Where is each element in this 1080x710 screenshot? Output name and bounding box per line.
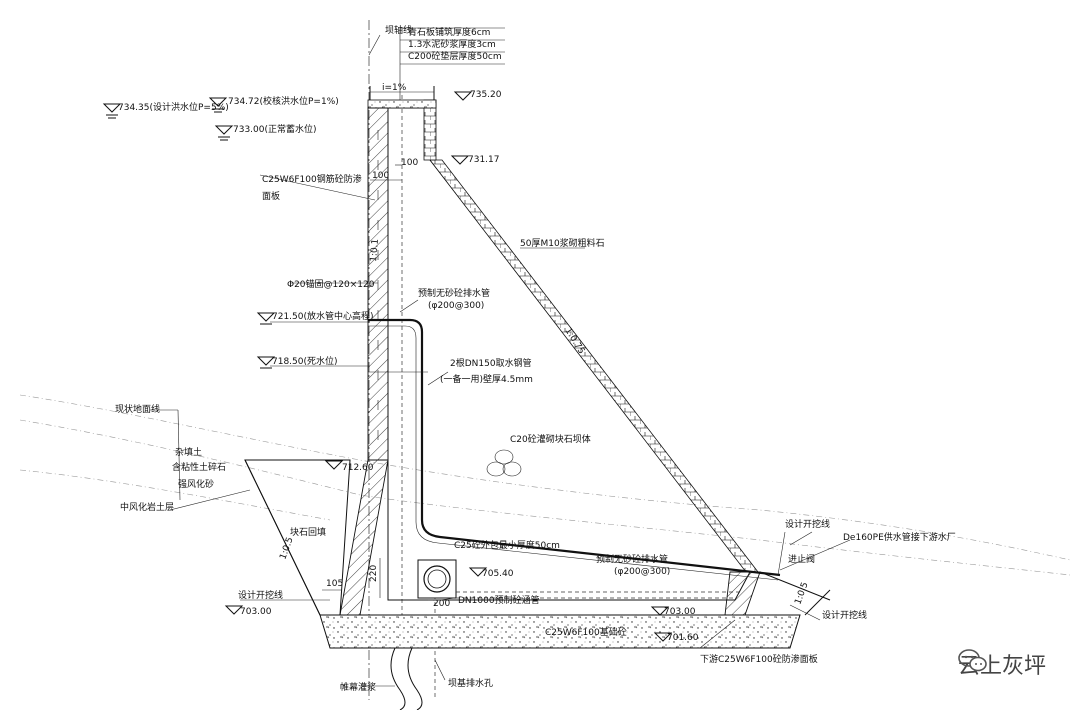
rock-icon [486, 449, 522, 477]
leader-lines [150, 27, 851, 687]
gallery-pipe-label: DN1000预制砼涵管 [458, 594, 540, 606]
el-701-60: 701.60 [667, 633, 699, 643]
soil-4: 中风化岩土层 [120, 501, 174, 513]
soil-1: 杂填土 [175, 446, 202, 458]
dim-100-a: 100 [401, 158, 418, 168]
el-703-00-b: 703.00 [664, 607, 696, 617]
face-slab-label-1: C25W6F100钢筋砼防渗 [262, 173, 362, 185]
excav-line-right: 设计开挖线 [822, 609, 867, 621]
slope-1-075: 1:0.75 [562, 326, 586, 356]
dead-level: 718.50(死水位) [272, 355, 338, 367]
dimension-marks [322, 164, 446, 601]
el-703-00-a: 703.00 [240, 607, 272, 617]
dim-200: 200 [433, 599, 450, 609]
dim-220: 220 [369, 565, 379, 582]
dam-axis-label: 坝轴线 [385, 24, 412, 36]
wechat-icon [958, 649, 987, 672]
masonry-facing-label: 50厚M10浆砌粗料石 [520, 237, 605, 249]
el-731-17: 731.17 [468, 155, 500, 165]
el-712-60: 712.60 [342, 463, 374, 473]
watermark: 云上灰坪 [958, 648, 1046, 680]
face-slab-label-2: 面板 [262, 190, 280, 202]
dam-body-label: C20砼灌砌块石坝体 [510, 433, 591, 445]
stop-valve-label: 进止阀 [788, 553, 815, 565]
encasement-label: C25砼外包最小厚度50cm [454, 539, 560, 551]
excav-line-left: 设计开挖线 [238, 589, 283, 601]
drain-pipe-2-label: 预制无砂砼排水管 [596, 553, 668, 565]
crest-slope: i=1% [382, 83, 407, 93]
crest-layer-3: C200砼垫层厚度50cm [408, 50, 502, 62]
anchor-bar-label: Φ20锚固@120×120 [287, 278, 375, 290]
pe-pipe-label: De160PE供水管接下游水厂 [843, 531, 956, 543]
rockfill-label: 块石回填 [290, 526, 326, 538]
crest-layer-1: 青石板铺筑厚度6cm [408, 26, 490, 38]
excavation-lines [244, 459, 831, 616]
ground-line-label: 现状地面线 [115, 403, 160, 415]
drain-pipe-1-spec: (φ200@300) [428, 301, 484, 311]
normal-level: 733.00(正常蓄水位) [233, 123, 317, 135]
labels: 坝轴线 青石板铺筑厚度6cm 1.3水泥砂浆厚度3cm C200砼垫层厚度50c… [115, 24, 956, 693]
culvert [417, 559, 740, 599]
dim-100-b: 100 [372, 171, 389, 181]
outlet-pipe [368, 318, 781, 581]
dim-105: 105 [326, 579, 343, 589]
soil-2: 含粘性土碎石 [172, 461, 226, 473]
slope-1-05-left: 1:0.5 [278, 536, 295, 561]
curtain-grout [390, 647, 423, 710]
base-concrete-label: C25W6F100基础砼 [545, 626, 627, 638]
soil-3: 强风化砂 [178, 478, 214, 490]
terrain-lines [19, 394, 1071, 576]
el-735-20: 735.20 [470, 90, 502, 100]
downstream-slab-label: 下游C25W6F100砼防渗面板 [700, 653, 818, 665]
outlet-pipe-label-2: (一备一用)壁厚4.5mm [440, 373, 533, 385]
check-flood-level: 734.72(校核洪水位P=1%) [228, 95, 339, 107]
el-705-40: 705.40 [482, 569, 514, 579]
excav-line-top: 设计开挖线 [785, 518, 830, 530]
slope-1-05-right: 1:0.5 [793, 581, 810, 606]
outlet-level: 721.50(放水管中心高程) [272, 310, 374, 322]
drain-pipe-1-label: 预制无砂砼排水管 [418, 287, 490, 299]
outlet-pipe-label-1: 2根DN150取水钢管 [450, 357, 532, 369]
water-level-markers [102, 91, 673, 642]
curtain-grout-label: 帷幕灌浆 [340, 681, 376, 693]
downstream-toe [724, 571, 761, 616]
design-flood-level: 734.35(设计洪水位P=5%) [118, 101, 229, 113]
slope-1-01: 1:0.1 [369, 238, 381, 262]
drain-hole-label: 坝基排水孔 [448, 677, 493, 689]
drain-pipe-2-spec: (φ200@300) [614, 567, 670, 577]
foundation [319, 614, 801, 649]
crest-layer-2: 1.3水泥砂浆厚度3cm [408, 38, 496, 50]
